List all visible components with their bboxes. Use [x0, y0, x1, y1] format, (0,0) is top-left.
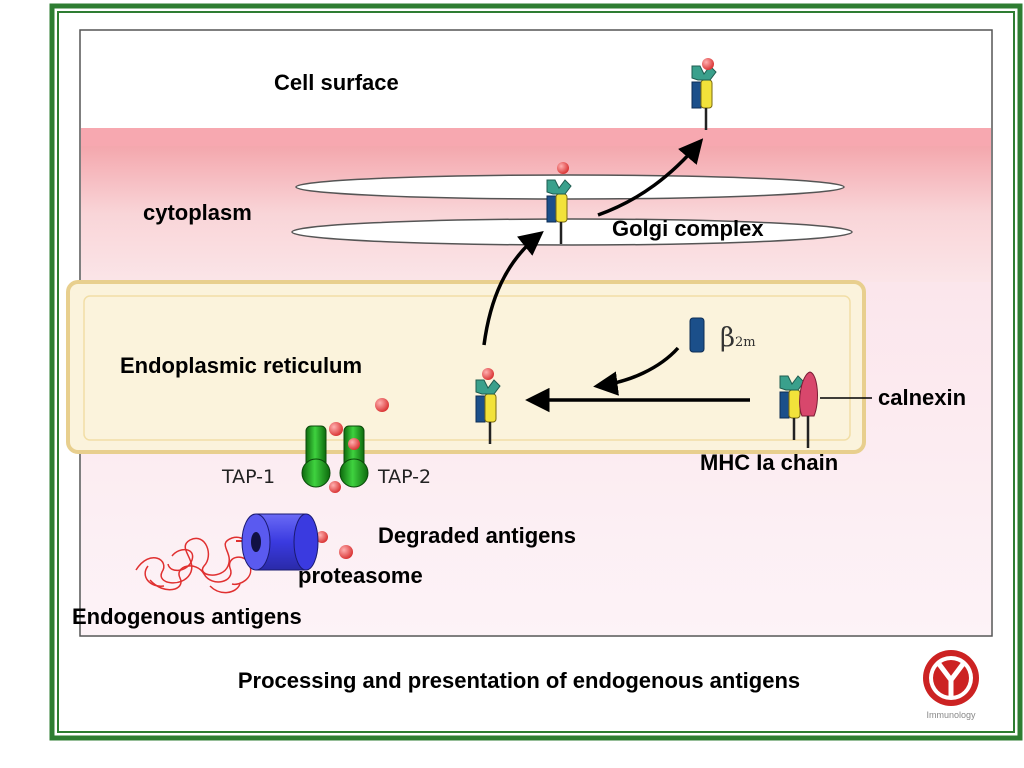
- cell-membrane-band: [81, 128, 991, 146]
- label-golgi-complex: Golgi complex: [612, 216, 764, 241]
- arrow-golgi-to-surface: [597, 138, 704, 217]
- cytoplasm-region: [81, 146, 991, 282]
- proteasome-icon: [241, 513, 319, 571]
- peptide-tap-mid: [348, 438, 360, 450]
- label-endoplasmic-reticulum: Endoplasmic reticulum: [120, 353, 362, 378]
- label-endogenous-antigens: Endogenous antigens: [72, 604, 302, 629]
- peptide-er-free: [375, 398, 389, 412]
- beta2m-icon: [689, 317, 705, 353]
- peptide-degraded-2: [339, 545, 353, 559]
- label-tap1: TAP-1: [221, 466, 275, 488]
- beta2m-label: β2m: [720, 323, 756, 353]
- endogenous-antigen-icon: [135, 536, 254, 594]
- tap-transporter-icon: [301, 425, 369, 488]
- label-cell-surface: Cell surface: [274, 70, 399, 95]
- caption: Processing and presentation of endogenou…: [238, 668, 800, 693]
- label-cytoplasm: cytoplasm: [143, 200, 252, 225]
- peptide-tap-top: [329, 422, 343, 436]
- peptide-tap-bottom: [329, 481, 341, 493]
- label-calnexin: calnexin: [878, 385, 966, 410]
- endoplasmic-reticulum: [66, 280, 866, 454]
- label-mhc-chain: MHC Ia chain: [700, 450, 838, 475]
- logo-text: Immunology: [926, 710, 976, 720]
- inner-frame: [57, 11, 1015, 733]
- immunology-logo: Immunology: [923, 650, 979, 720]
- label-degraded-antigens: Degraded antigens: [378, 523, 576, 548]
- label-proteasome: proteasome: [298, 563, 423, 588]
- mhc-calnexin-complex-icon: [778, 371, 818, 448]
- arrow-b2m-to-mhc: [593, 346, 680, 396]
- label-tap2: TAP-2: [377, 466, 431, 488]
- golgi-cisterna-bottom: [291, 218, 853, 246]
- arrow-er-to-golgi: [482, 230, 544, 346]
- peptide-degraded-1: [316, 531, 328, 543]
